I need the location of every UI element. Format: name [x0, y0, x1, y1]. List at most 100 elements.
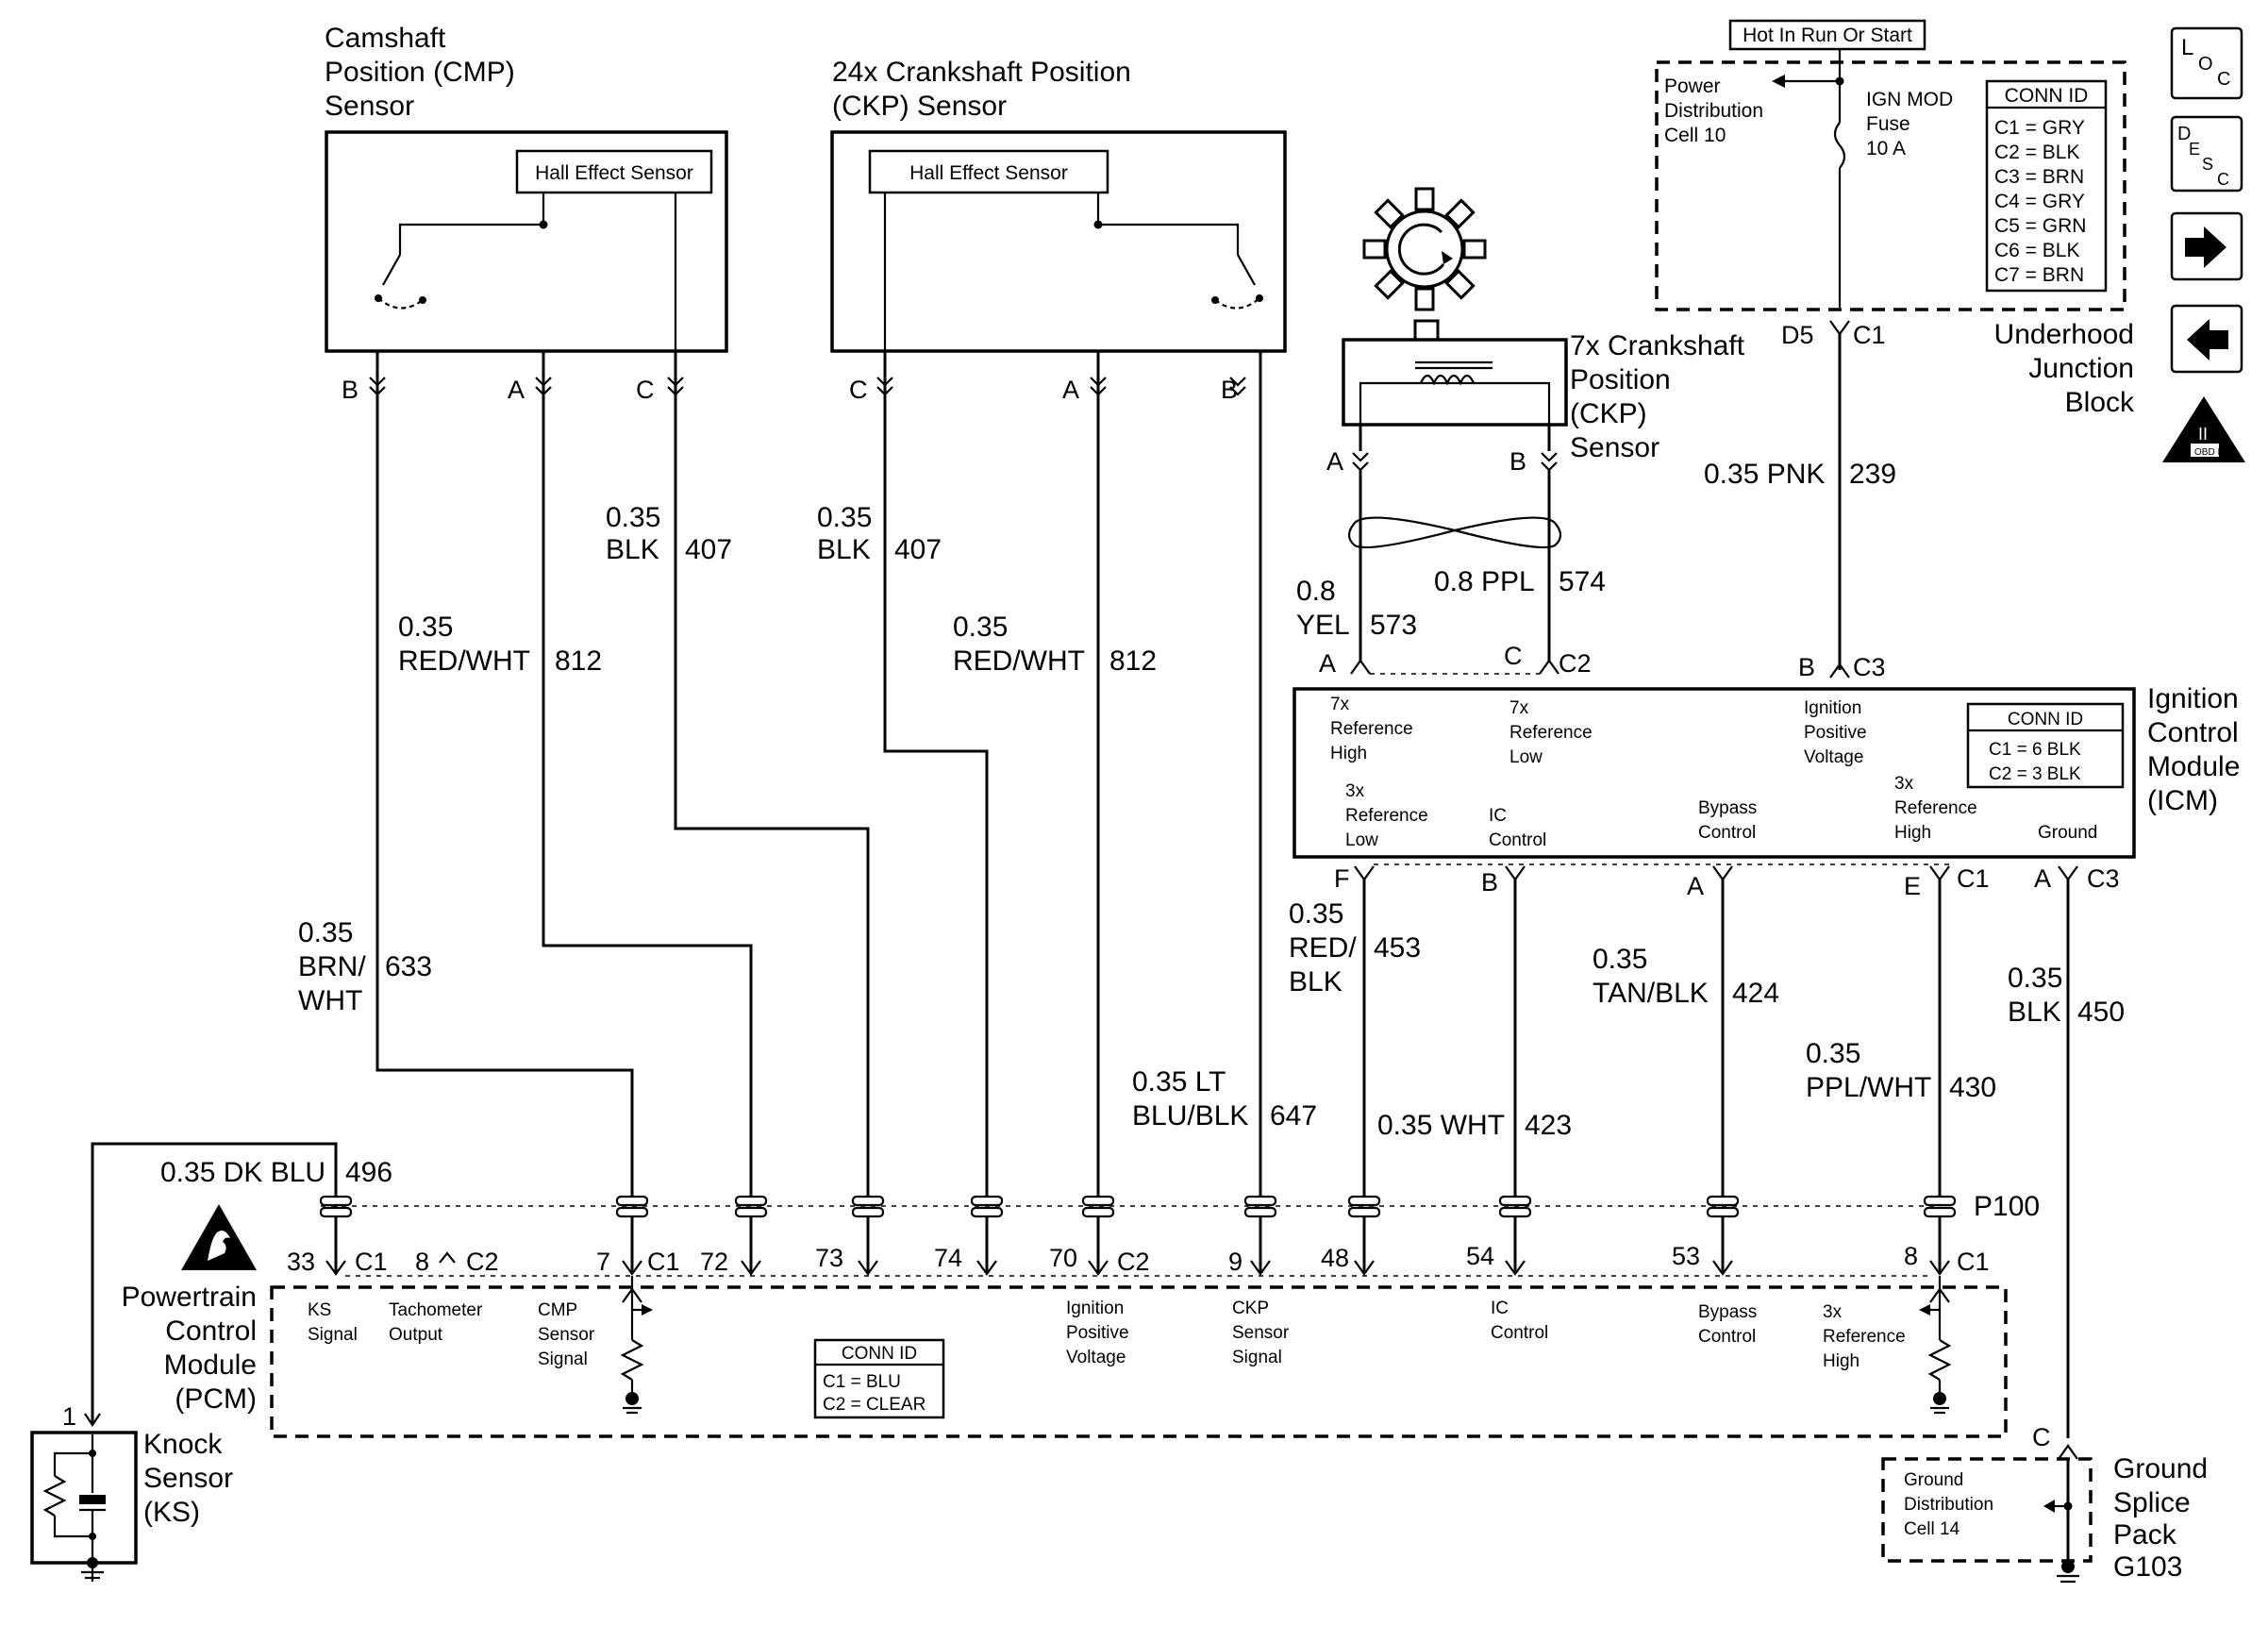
- pcm-ic-1: IC: [1491, 1299, 1509, 1318]
- pcm-ref3h-1: 3x: [1823, 1302, 1843, 1322]
- pin-icm-e: E: [1904, 872, 1921, 900]
- svg-text:E: E: [2189, 140, 2200, 159]
- powertrain-control-module: 33 C1 8 C2 7 C1 72 73 74 70 C2 9 48 54 5…: [122, 1204, 2008, 1438]
- icm-ref7l-2: Reference: [1509, 723, 1593, 743]
- pin-ks-1: 1: [62, 1402, 76, 1431]
- pin-icm-c2: C2: [1559, 649, 1592, 678]
- knock-sensor-box: [30, 1431, 138, 1565]
- arrow-right-icon[interactable]: [2170, 211, 2243, 281]
- p100-label: P100: [1974, 1191, 2040, 1222]
- ckp7-title-1: 7x Crankshaft: [1570, 330, 1745, 361]
- pin-gnd-c: C: [2032, 1423, 2051, 1451]
- obd-ii-icon[interactable]: OBD II II: [2162, 396, 2245, 462]
- pin-icm-b: B: [1798, 653, 1815, 681]
- ignition-control-module: A C C2 B C3 Ignition Control Module (ICM…: [1292, 642, 2240, 900]
- pcm-ckp-2: Sensor: [1232, 1323, 1290, 1343]
- cmp-title-1: Camshaft: [325, 23, 446, 54]
- w812b-size: 0.35: [953, 612, 1008, 643]
- pin-ujb-c1: C1: [1853, 321, 1886, 349]
- pcm-bypass-2: Control: [1698, 1327, 1756, 1347]
- ujb-conn-c1: C1 = GRY: [1994, 117, 2085, 139]
- icm-ic-2: Control: [1489, 830, 1546, 850]
- pin-pcm-74: 74: [934, 1244, 962, 1272]
- w407a-color: BLK: [606, 534, 659, 565]
- pin-ckp24-b: B: [1221, 376, 1238, 404]
- ckp7-title-4: Sensor: [1570, 432, 1659, 463]
- w424-color: TAN/BLK: [1593, 978, 1709, 1009]
- ref3h-resistor-icon: [1919, 1276, 1952, 1415]
- arrow-left-icon[interactable]: [2170, 304, 2243, 374]
- ujb-power-1: Power: [1664, 75, 1721, 97]
- icm-ref7h-3: High: [1330, 744, 1367, 763]
- hot-in-run-label: Hot In Run Or Start: [1743, 25, 1912, 46]
- pcm-dashed-box: [270, 1285, 2008, 1438]
- w573-circuit: 573: [1370, 610, 1417, 641]
- w239-circuit: 239: [1849, 459, 1896, 490]
- cmp-title-2: Position (CMP): [325, 57, 515, 88]
- pin-pcm-33: 33: [287, 1248, 315, 1276]
- w407b-color: BLK: [817, 534, 871, 565]
- desc-icon[interactable]: D E S C: [2170, 115, 2243, 193]
- pcm-ks-2: Signal: [308, 1325, 358, 1345]
- pin-icm-b2: B: [1481, 868, 1498, 897]
- w647-color: BLU/BLK: [1132, 1100, 1248, 1131]
- pin-ckp7-b: B: [1509, 447, 1526, 476]
- icm-ref7l-1: 7x: [1509, 698, 1529, 718]
- pcm-bypass-1: Bypass: [1698, 1302, 1757, 1322]
- ujb-title-2: Junction: [2028, 353, 2134, 384]
- pcm-ic-2: Control: [1491, 1323, 1548, 1343]
- pin-cmp-a: A: [508, 376, 525, 404]
- ckp24-title-1: 24x Crankshaft Position: [832, 57, 1131, 88]
- w423-circuit: 423: [1525, 1110, 1572, 1141]
- svg-text:S: S: [2202, 155, 2213, 174]
- pin-icm-c: C: [1504, 642, 1523, 670]
- ujb-conn-c2: C2 = BLK: [1994, 142, 2079, 163]
- wire-labels-left: 0.35 BRN/ WHT 633 0.35 RED/WHT 812 0.35 …: [160, 502, 1317, 1189]
- icm-conn-id-box: [1966, 702, 2125, 789]
- ckp7-sensor: 7x Crankshaft Position (CKP) Sensor A B: [1326, 187, 1745, 661]
- pcm-title-3: Module: [164, 1349, 257, 1381]
- hot-in-run-box: [1728, 19, 1926, 51]
- w496-color: 0.35 DK BLU: [160, 1157, 325, 1188]
- loc-icon[interactable]: L O C: [2170, 26, 2243, 100]
- icm-conn-c1: C1 = 6 BLK: [1989, 740, 2081, 760]
- ground-splice-pack: C Ground Distribution Cell 14 Ground Spl…: [1881, 1423, 2208, 1584]
- icm-ref3l-3: Low: [1345, 830, 1378, 850]
- reluctor-wheel-icon: [1362, 187, 1487, 311]
- pin-cmp-b: B: [342, 376, 359, 404]
- w239-color: 0.35 PNK: [1704, 459, 1825, 490]
- ground-dist-1: Ground: [1904, 1470, 1963, 1490]
- pin-pcm-8b: 8: [1904, 1242, 1918, 1270]
- pin-pcm-c1c: C1: [1957, 1248, 1990, 1276]
- pcm-title-1: Powertrain: [122, 1282, 257, 1313]
- ujb-conn-c5: C5 = GRN: [1994, 215, 2086, 237]
- w453-circuit: 453: [1374, 932, 1421, 964]
- w407a-circuit: 407: [685, 534, 732, 565]
- w430-color: PPL/WHT: [1806, 1072, 1931, 1103]
- fuse-label-3: 10 A: [1866, 138, 1906, 159]
- cmp-sensor: Camshaft Position (CMP) Sensor Hall Effe…: [325, 23, 728, 353]
- pcm-conn-c1: C1 = BLU: [823, 1372, 901, 1392]
- svg-text:L: L: [2181, 35, 2193, 60]
- icm-title-1: Ignition: [2147, 683, 2239, 714]
- ckp24-hall-label: Hall Effect Sensor: [909, 162, 1068, 184]
- svg-text:O: O: [2198, 54, 2213, 75]
- w407b-circuit: 407: [894, 534, 942, 565]
- pin-pcm-c2a: C2: [466, 1248, 499, 1276]
- pin-icm-a4: A: [2034, 864, 2051, 893]
- ujb-title-3: Block: [2065, 387, 2135, 418]
- w450-circuit: 450: [2077, 997, 2125, 1028]
- icm-title-2: Control: [2147, 717, 2239, 748]
- pcm-cmp-2: Sensor: [538, 1325, 595, 1345]
- pin-pcm-9: 9: [1228, 1248, 1242, 1276]
- pin-pcm-72: 72: [700, 1248, 728, 1276]
- icm-ign-3: Voltage: [1804, 747, 1863, 767]
- pcm-cmp-3: Signal: [538, 1349, 588, 1369]
- ujb-dashed-box: [1655, 60, 2126, 311]
- pin-ujb-d5: D5: [1781, 321, 1814, 349]
- w453-color1: RED/: [1289, 932, 1357, 964]
- svg-text:C: C: [2217, 170, 2229, 189]
- pin-ckp7-a: A: [1326, 447, 1343, 476]
- pin-icm-a: A: [1319, 649, 1336, 678]
- wire-labels-ckp7: 0.8 YEL 573 0.8 PPL 574: [1296, 566, 1606, 641]
